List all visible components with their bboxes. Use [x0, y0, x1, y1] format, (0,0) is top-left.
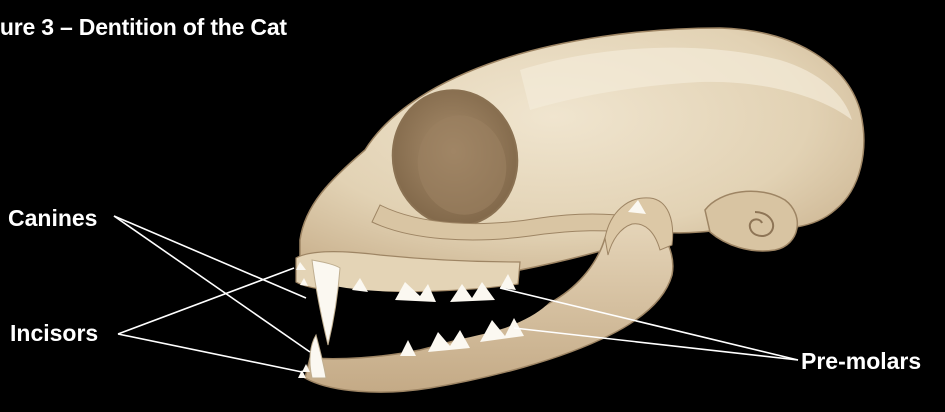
label-premolars: Pre-molars [801, 348, 921, 375]
label-incisors: Incisors [10, 320, 98, 347]
canines-leader-upper [114, 216, 306, 298]
figure-title: gure 3 – Dentition of the Cat [0, 14, 287, 41]
label-canines: Canines [8, 205, 97, 232]
incisors-leader-upper [118, 268, 294, 334]
canines-leader-lower [114, 216, 310, 352]
incisors-leader-lower [118, 334, 302, 372]
lower-canine [310, 335, 326, 378]
